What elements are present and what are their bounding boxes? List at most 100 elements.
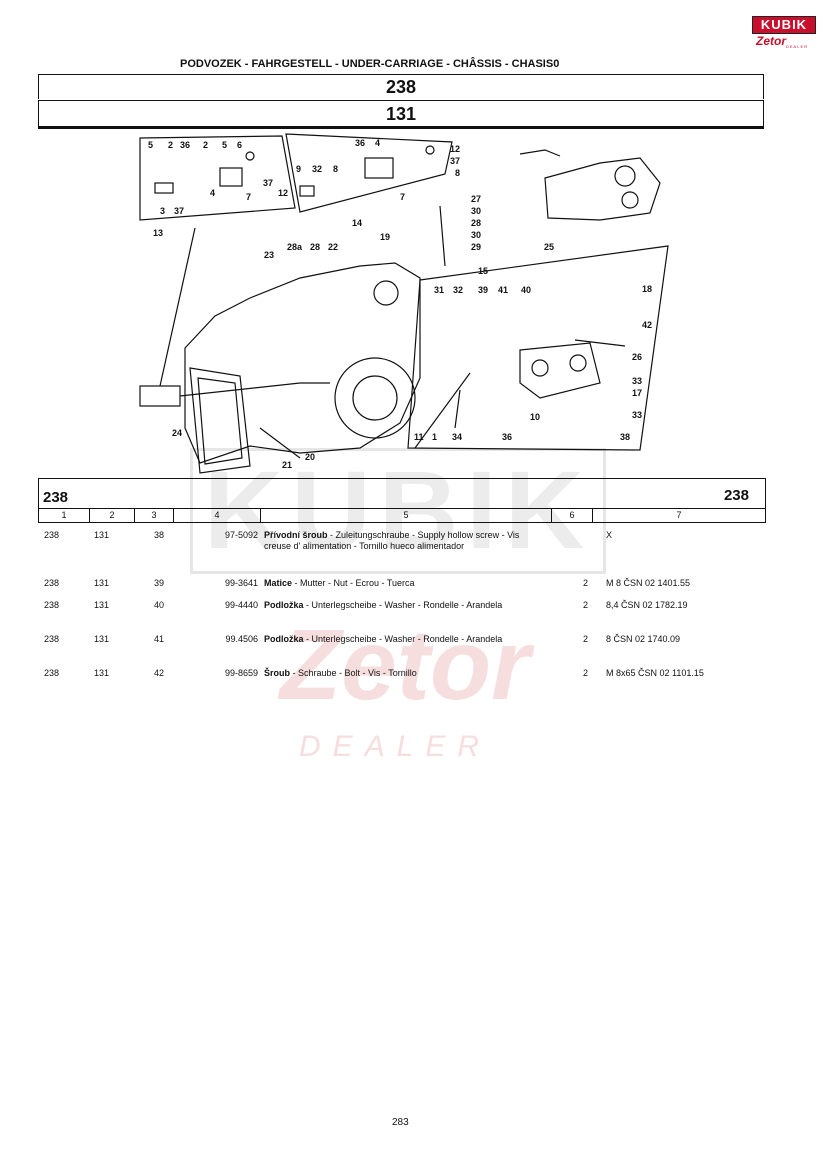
svg-text:30: 30 xyxy=(471,230,481,240)
valve-block xyxy=(519,342,601,399)
cell-position: 39 xyxy=(154,578,165,588)
cell-part-number: 99-4440 xyxy=(224,600,258,610)
svg-text:42: 42 xyxy=(642,320,652,330)
part-translations: - Zuleitungschraube - Supply hollow scre… xyxy=(264,530,520,551)
svg-text:10: 10 xyxy=(530,412,540,422)
column-header: 1 xyxy=(39,509,90,522)
cell-note: 8,4 ČSN 02 1782.19 xyxy=(606,600,688,610)
svg-text:28a: 28a xyxy=(287,242,303,252)
part-translations: - Mutter - Nut - Ecrou - Tuerca xyxy=(292,578,415,588)
cell-quantity: 2 xyxy=(582,600,588,610)
logo-sub: Zetor xyxy=(756,34,786,48)
page-number: 283 xyxy=(392,1117,409,1128)
svg-text:32: 32 xyxy=(312,164,322,174)
svg-text:9: 9 xyxy=(296,164,301,174)
svg-text:37: 37 xyxy=(263,178,273,188)
part-name: Přívodní šroub xyxy=(264,530,328,540)
svg-text:21: 21 xyxy=(282,460,292,470)
part-name: Šroub xyxy=(264,668,290,678)
logo-tag: DEALER xyxy=(786,44,809,49)
column-header: 7 xyxy=(676,510,682,520)
svg-text:34: 34 xyxy=(452,432,462,442)
svg-text:37: 37 xyxy=(450,156,460,166)
svg-text:33: 33 xyxy=(632,410,642,420)
svg-text:23: 23 xyxy=(264,250,274,260)
cell-description: Podložka - Unterlegscheibe - Washer - Ro… xyxy=(264,634,534,645)
part-translations: - Unterlegscheibe - Washer - Rondelle - … xyxy=(303,600,503,610)
svg-text:8: 8 xyxy=(455,168,460,178)
cell-position: 40 xyxy=(154,600,165,610)
cell-part-number: 99.4506 xyxy=(225,634,258,644)
fuel-tank xyxy=(189,367,251,474)
svg-text:40: 40 xyxy=(521,285,531,295)
cell-part-number: 99-8659 xyxy=(224,668,258,678)
inset-frame-13 xyxy=(139,135,296,221)
cell-quantity: 2 xyxy=(582,634,588,644)
svg-text:12: 12 xyxy=(278,188,288,198)
svg-text:13: 13 xyxy=(153,228,163,238)
part-name: Podložka xyxy=(264,634,304,644)
column-header: 6 xyxy=(552,509,593,522)
svg-text:4: 4 xyxy=(210,188,215,198)
svg-text:37: 37 xyxy=(174,206,184,216)
cell-group: 238 xyxy=(44,668,60,678)
svg-text:8: 8 xyxy=(333,164,338,174)
svg-text:22: 22 xyxy=(328,242,338,252)
svg-text:7: 7 xyxy=(400,192,405,202)
left-connector xyxy=(139,385,181,407)
parts-table-header: 238 238 xyxy=(38,478,766,509)
inset-frame-14 xyxy=(285,133,453,213)
column-header: 2 xyxy=(90,509,135,522)
cell-description: Šroub - Schraube - Bolt - Vis - Tornillo xyxy=(264,668,534,679)
svg-text:25: 25 xyxy=(544,242,554,252)
cell-position: 38 xyxy=(154,530,165,540)
cell-quantity: 2 xyxy=(582,668,588,678)
svg-text:20: 20 xyxy=(305,452,315,462)
svg-text:29: 29 xyxy=(471,242,481,252)
kubik-zetor-logo: KUBIK Zetor DEALER xyxy=(752,14,816,49)
svg-text:41: 41 xyxy=(498,285,508,295)
cell-group: 238 xyxy=(44,530,60,540)
subgroup-number: 131 xyxy=(38,100,764,129)
page-title: PODVOZEK - FAHRGESTELL - UNDER-CARRIAGE … xyxy=(180,58,560,70)
chassis-housing xyxy=(184,262,421,464)
svg-text:36: 36 xyxy=(355,138,365,148)
watermark-tag: DEALER xyxy=(298,730,492,763)
svg-text:2: 2 xyxy=(168,140,173,150)
svg-text:14: 14 xyxy=(352,218,362,228)
svg-text:36: 36 xyxy=(502,432,512,442)
svg-text:11: 11 xyxy=(414,432,424,442)
svg-text:12: 12 xyxy=(450,144,460,154)
cell-subgroup: 131 xyxy=(94,668,110,678)
svg-text:15: 15 xyxy=(478,266,488,276)
cell-subgroup: 131 xyxy=(94,578,110,588)
svg-text:27: 27 xyxy=(471,194,481,204)
cell-part-number: 99-3641 xyxy=(224,578,258,588)
svg-text:6: 6 xyxy=(237,140,242,150)
cell-note: M 8x65 ČSN 02 1101.15 xyxy=(606,668,704,678)
table-code-left: 238 xyxy=(43,489,69,506)
cell-position: 41 xyxy=(154,634,165,644)
svg-text:17: 17 xyxy=(632,388,642,398)
svg-text:3: 3 xyxy=(160,206,165,216)
cell-part-number: 97-5092 xyxy=(224,530,258,540)
svg-text:7: 7 xyxy=(246,192,251,202)
cell-note: M 8 ČSN 02 1401.55 xyxy=(606,578,691,588)
svg-text:28: 28 xyxy=(471,218,481,228)
column-number-row: 1 2 3 4 5 6 7 xyxy=(38,508,766,523)
table-code-right: 238 xyxy=(723,487,749,504)
svg-text:38: 38 xyxy=(620,432,630,442)
part-translations: - Unterlegscheibe - Washer - Rondelle - … xyxy=(303,634,503,644)
column-header: 5 xyxy=(261,509,552,522)
part-translations: - Schraube - Bolt - Vis - Tornillo xyxy=(290,668,417,678)
watermark-sub: Zetor xyxy=(280,609,530,721)
hydraulic-pump xyxy=(544,157,661,221)
cell-description: Matice - Mutter - Nut - Ecrou - Tuerca xyxy=(264,578,534,589)
svg-text:33: 33 xyxy=(632,376,642,386)
part-name: Podložka xyxy=(264,600,304,610)
part-name: Matice xyxy=(264,578,293,588)
cell-group: 238 xyxy=(44,634,60,644)
svg-text:2: 2 xyxy=(203,140,208,150)
